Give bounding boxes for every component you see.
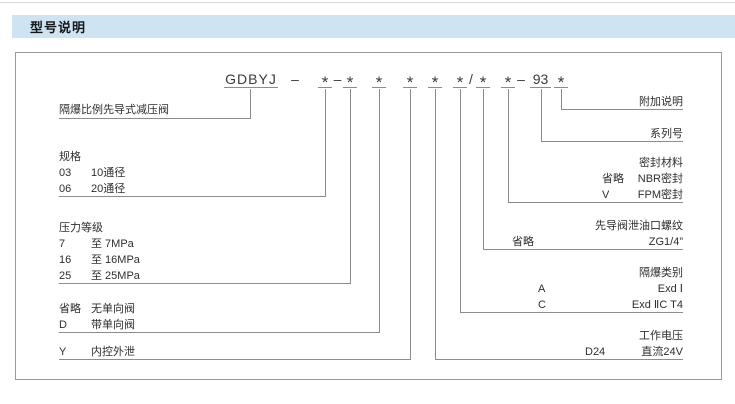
callout-voltage: 工作电压 D24 直流24V xyxy=(435,328,683,360)
pilot-thread-option-code: 省略 xyxy=(512,236,534,248)
explosion-class-option-desc: Exd ⅡC T4 xyxy=(631,299,683,311)
pressure-option-code: 16 xyxy=(59,254,72,266)
explosion-class-title: 隔爆类别 xyxy=(639,267,683,279)
check-valve-option-desc: 无单向阀 xyxy=(91,303,135,315)
pilot-thread-option: 省略 ZG1/4” xyxy=(512,234,683,250)
seal-option: 省略 NBR密封 xyxy=(602,171,683,187)
pressure-option: 25 至 25MPa xyxy=(59,268,350,284)
voltage-option-desc: 直流24V xyxy=(641,346,683,358)
explosion-class-option-code: A xyxy=(538,283,546,295)
stem-seal xyxy=(508,89,509,203)
seal-option-desc: FPM密封 xyxy=(637,189,683,201)
model-code-dash-3: – xyxy=(517,71,525,87)
check-valve-option: D 带单向阀 xyxy=(59,317,379,333)
pressure-option: 16 至 16MPa xyxy=(59,252,350,268)
drain-option-code: Y xyxy=(59,346,67,358)
model-code-star-2: * xyxy=(343,71,357,92)
pilot-thread-option-desc: ZG1/4” xyxy=(648,236,683,248)
seal-option: V FPM密封 xyxy=(602,187,683,203)
drain-option-desc: 内控外泄 xyxy=(91,346,135,358)
section-header: 型号说明 xyxy=(12,15,735,38)
callout-check-valve: 省略 无单向阀 D 带单向阀 xyxy=(59,301,379,333)
seal-option-code: 省略 xyxy=(602,173,624,185)
model-code-star-8: * xyxy=(501,71,515,92)
callout-seal: 密封材料 省略 NBR密封 V FPM密封 xyxy=(508,155,683,203)
model-code-dash-2: – xyxy=(333,71,342,87)
callout-explosion-class: 隔爆类别 A Exd Ⅰ C Exd ⅡC T4 xyxy=(460,265,683,313)
voltage-title: 工作电压 xyxy=(639,330,683,342)
spec-option-desc: 10通径 xyxy=(91,167,126,179)
stem-note xyxy=(561,89,562,110)
pressure-option: 7 至 7MPa xyxy=(59,236,350,252)
stem-check-valve xyxy=(379,89,380,333)
pressure-option-desc: 至 7MPa xyxy=(91,238,134,250)
pressure-title: 压力等级 xyxy=(59,222,103,234)
stem-voltage xyxy=(435,89,436,360)
model-code-star-3: * xyxy=(372,71,386,92)
callout-spec: 规格 03 10通径 06 20通径 xyxy=(59,149,325,197)
callout-valve-name: 隔爆比例先导式减压阀 xyxy=(59,102,251,119)
model-code-star-7: * xyxy=(476,71,490,92)
voltage-option-code: D24 xyxy=(585,346,606,358)
spec-option-code: 03 xyxy=(59,167,72,179)
top-divider xyxy=(0,2,735,3)
model-designation-diagram-box xyxy=(15,52,722,380)
model-code-prefix: GDBYJ xyxy=(224,71,278,88)
stem-prefix xyxy=(250,89,251,119)
note-label: 附加说明 xyxy=(639,96,683,108)
stem-series xyxy=(541,89,542,142)
seal-option-code: V xyxy=(602,189,610,201)
callout-note: 附加说明 xyxy=(561,94,683,110)
model-code-star-4: * xyxy=(403,71,417,92)
explosion-class-option-code: C xyxy=(538,299,546,311)
callout-pressure: 压力等级 7 至 7MPa 16 至 16MPa 25 至 25MPa xyxy=(59,220,350,284)
stem-explosion xyxy=(460,89,461,313)
explosion-class-option-desc: Exd Ⅰ xyxy=(657,283,683,295)
spec-option-desc: 20通径 xyxy=(91,183,126,195)
model-code-star-9: * xyxy=(554,71,568,92)
section-title: 型号说明 xyxy=(30,20,87,35)
explosion-class-option: A Exd Ⅰ xyxy=(538,281,683,297)
check-valve-option-code: D xyxy=(59,319,67,331)
seal-option-desc: NBR密封 xyxy=(637,173,683,185)
model-code-series-num: 93 xyxy=(530,71,551,88)
pressure-option-desc: 至 16MPa xyxy=(91,254,140,266)
stem-pressure xyxy=(350,89,351,284)
model-code-star-1: * xyxy=(318,71,332,92)
model-code-dash-1: – xyxy=(291,71,299,87)
spec-option-code: 06 xyxy=(59,183,72,195)
drain-option: Y 内控外泄 xyxy=(59,344,410,360)
pressure-option-code: 7 xyxy=(59,238,66,250)
stem-drain xyxy=(410,89,411,360)
model-code-star-6: * xyxy=(453,71,467,92)
callout-series: 系列号 xyxy=(541,126,683,142)
stem-pilot-thread xyxy=(483,89,484,250)
check-valve-option-code: 省略 xyxy=(59,303,81,315)
valve-name-label: 隔爆比例先导式减压阀 xyxy=(59,104,169,116)
stem-spec xyxy=(325,89,326,197)
voltage-option: D24 直流24V xyxy=(585,344,683,360)
seal-title: 密封材料 xyxy=(639,157,683,169)
explosion-class-option: C Exd ⅡC T4 xyxy=(538,297,683,313)
spec-option: 06 20通径 xyxy=(59,181,325,197)
model-code-slash: / xyxy=(469,71,473,87)
callout-drain: Y 内控外泄 xyxy=(59,344,410,360)
series-label: 系列号 xyxy=(650,128,683,140)
pressure-option-code: 25 xyxy=(59,270,72,282)
check-valve-option: 省略 无单向阀 xyxy=(59,301,379,317)
pilot-thread-title: 先导阀泄油口螺纹 xyxy=(595,220,683,232)
model-code-star-5: * xyxy=(428,71,442,92)
check-valve-option-desc: 带单向阀 xyxy=(91,319,135,331)
pressure-option-desc: 至 25MPa xyxy=(91,270,140,282)
callout-pilot-thread: 先导阀泄油口螺纹 省略 ZG1/4” xyxy=(483,218,683,250)
spec-title: 规格 xyxy=(59,151,81,163)
spec-option: 03 10通径 xyxy=(59,165,325,181)
